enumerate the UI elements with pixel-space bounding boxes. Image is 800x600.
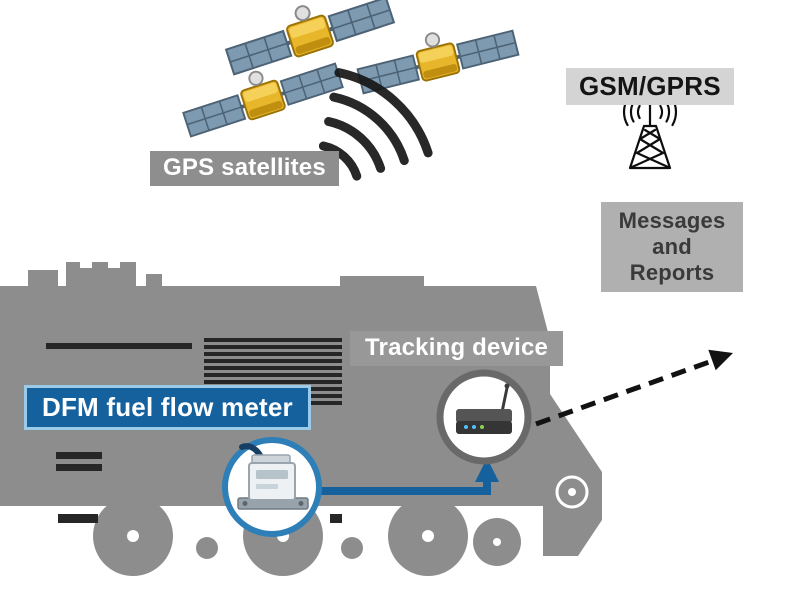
dfm-fuel-flow-meter-label: DFM fuel flow meter	[24, 385, 311, 431]
fuel-flow-meter-icon	[222, 437, 322, 537]
gps-satellites-group	[176, 0, 522, 142]
led-light	[464, 425, 468, 429]
idler-wheel	[341, 537, 363, 559]
idler-wheel	[196, 537, 218, 559]
signal-waves-icon	[318, 68, 433, 181]
antenna-icon	[500, 386, 509, 414]
gps-satellites-label: GPS satellites	[150, 151, 339, 186]
led-light	[480, 425, 484, 429]
fuel-data-arrow	[318, 458, 499, 495]
gsm-tower-icon	[622, 97, 678, 170]
tracking-device-label: Tracking device	[350, 331, 564, 366]
messages-reports-label: Messages and Reports	[601, 202, 743, 292]
tracking-device-icon	[436, 369, 532, 465]
gsm-gprs-label: GSM/GPRS	[566, 68, 734, 106]
led-light	[472, 425, 476, 429]
wireless-transmission-arrow	[535, 349, 733, 427]
